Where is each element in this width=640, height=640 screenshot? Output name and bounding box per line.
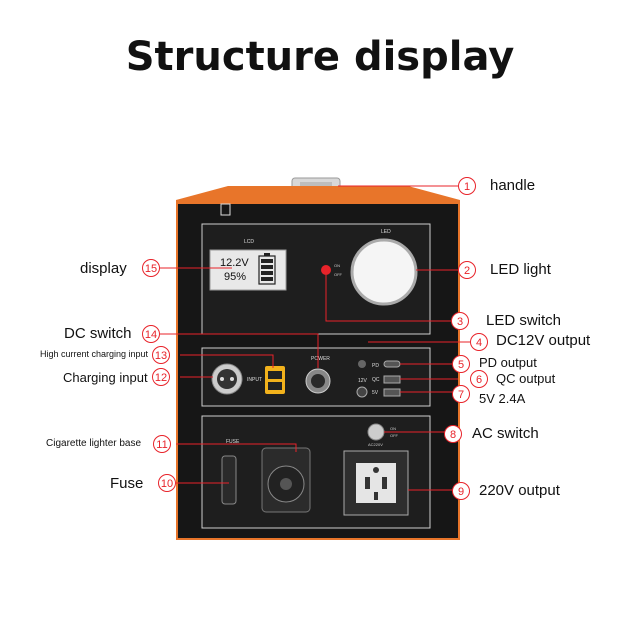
led-switch bbox=[321, 265, 331, 275]
qc-label: QC bbox=[372, 377, 380, 383]
lcd-label: LCD bbox=[244, 239, 254, 245]
callout-badge-11: 11 bbox=[153, 435, 171, 453]
callout-label-9: 220V output bbox=[479, 482, 560, 499]
callout-badge-7: 7 bbox=[452, 385, 470, 403]
battery-icon bbox=[258, 253, 276, 285]
ac-off-label: OFF bbox=[390, 433, 399, 438]
page-title: Structure display bbox=[125, 34, 515, 80]
pd-port bbox=[383, 360, 401, 368]
callout-label-11: Cigarette lighter base bbox=[46, 438, 142, 449]
qc-port bbox=[383, 375, 401, 384]
callout-label-2: LED light bbox=[490, 261, 551, 278]
led-off-label: OFF bbox=[334, 272, 343, 277]
callout-label-13: High current charging input bbox=[40, 349, 149, 359]
callout-label-5: PD output bbox=[479, 355, 537, 370]
ac-on-label: ON bbox=[390, 426, 396, 431]
callout-label-7: 5V 2.4A bbox=[479, 391, 526, 406]
lcd-screen bbox=[209, 249, 287, 291]
led-light bbox=[350, 238, 418, 306]
lcd-percent: 95% bbox=[224, 271, 246, 283]
callout-label-1: handle bbox=[490, 177, 536, 194]
callout-label-14: DC switch bbox=[64, 325, 132, 342]
callout-label-4: DC12V output bbox=[496, 332, 591, 349]
usb-5v-port bbox=[383, 388, 401, 397]
dc12v-port bbox=[356, 386, 368, 398]
input-label: INPUT bbox=[247, 377, 262, 383]
callout-badge-3: 3 bbox=[451, 312, 469, 330]
callout-label-12: Charging input bbox=[63, 370, 148, 385]
ac-label: AC220V bbox=[368, 442, 383, 447]
led-label: LED bbox=[381, 229, 391, 235]
leader-lines bbox=[160, 185, 470, 491]
fuse-holder bbox=[221, 455, 237, 505]
lcd-voltage: 12.2V bbox=[220, 257, 249, 269]
callout-badge-6: 6 bbox=[470, 370, 488, 388]
callout-badge-10: 10 bbox=[158, 474, 176, 492]
callout-badge-14: 14 bbox=[142, 325, 160, 343]
callout-badge-13: 13 bbox=[152, 346, 170, 364]
pd-label: PD bbox=[372, 363, 379, 369]
callout-label-10: Fuse bbox=[110, 475, 144, 492]
callout-badge-4: 4 bbox=[470, 333, 488, 351]
callout-badge-8: 8 bbox=[444, 425, 462, 443]
fuse-label: FUSE bbox=[226, 439, 240, 445]
ac-switch bbox=[367, 423, 385, 441]
v12-label: 12V bbox=[358, 378, 368, 384]
callout-badge-9: 9 bbox=[452, 482, 470, 500]
callout-badge-5: 5 bbox=[452, 355, 470, 373]
callout-badge-15: 15 bbox=[142, 259, 160, 277]
power-label: POWER bbox=[311, 356, 330, 362]
callout-badge-1: 1 bbox=[458, 177, 476, 195]
callout-badge-2: 2 bbox=[458, 261, 476, 279]
callout-label-6: QC output bbox=[496, 371, 556, 386]
callout-label-15: display bbox=[80, 260, 127, 277]
led-on-label: ON bbox=[334, 263, 340, 268]
callout-label-8: AC switch bbox=[472, 425, 539, 442]
callout-label-3: LED switch bbox=[486, 312, 562, 329]
v5-label: 5V bbox=[372, 390, 379, 396]
brand-logo-icon bbox=[220, 203, 231, 216]
callout-badge-12: 12 bbox=[152, 368, 170, 386]
